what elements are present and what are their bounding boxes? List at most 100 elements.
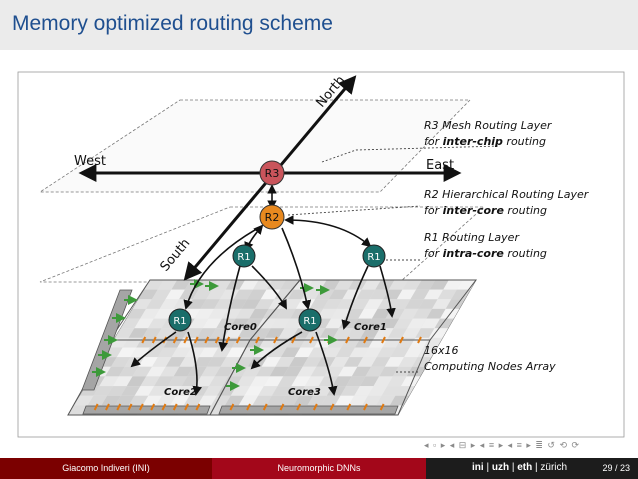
node-cell	[156, 395, 176, 406]
node-cell	[317, 308, 337, 319]
node-cell	[142, 328, 162, 338]
node-cell	[214, 299, 234, 309]
node-cell	[227, 299, 248, 309]
r1c-core-link-2	[187, 331, 202, 396]
core1-label: Core1	[354, 322, 387, 333]
router-r1-c-label: R1	[173, 316, 186, 327]
node-cell	[146, 299, 166, 309]
synapse-tick	[345, 336, 350, 344]
node-cell	[415, 328, 435, 338]
node-cell	[416, 280, 436, 290]
node-cell	[360, 328, 380, 338]
core2-label: Core2	[164, 387, 197, 398]
node-cell	[390, 347, 410, 358]
node-cell	[282, 299, 302, 309]
synapse-tick	[184, 403, 189, 411]
node-cell	[401, 328, 421, 338]
node-cell	[153, 308, 174, 319]
node-cell	[443, 280, 463, 290]
synapse-tick	[161, 403, 167, 411]
router-r3-label: R3	[265, 167, 280, 180]
node-cell	[346, 328, 367, 338]
routing-diagram: R3 R2 R1 R1 R1 R1 West East North South …	[17, 71, 625, 438]
node-cell	[159, 366, 180, 377]
node-cell	[335, 347, 355, 358]
title-bar: Memory optimized routing scheme	[0, 0, 638, 50]
node-cell	[318, 376, 339, 387]
node-cell	[340, 386, 360, 396]
node-cell	[376, 395, 396, 406]
synapse-tick	[329, 403, 335, 411]
node-cell	[352, 318, 372, 329]
footer-mid: Neuromorphic DNNs	[212, 458, 426, 479]
node-cell	[307, 395, 327, 406]
node-cell	[424, 289, 444, 300]
node-cell	[134, 386, 155, 396]
node-cell	[296, 366, 317, 377]
node-cell	[366, 318, 386, 329]
node-cell	[116, 347, 137, 358]
node-cell	[114, 328, 135, 338]
node-cell	[159, 299, 180, 309]
node-cell	[220, 357, 240, 367]
node-cell	[134, 318, 154, 329]
r1b-core-link	[341, 265, 369, 330]
node-cell	[278, 328, 299, 338]
node-cell	[249, 308, 269, 319]
node-cell	[399, 308, 419, 319]
institution-logo: ini | uzh | eth | zürich	[472, 462, 568, 473]
node-cell	[429, 280, 449, 290]
node-cell	[152, 357, 172, 367]
node-cell	[197, 395, 217, 406]
node-cell	[258, 386, 278, 396]
node-cell	[388, 280, 409, 290]
node-cell	[203, 386, 223, 396]
node-cell	[363, 347, 383, 358]
node-cell	[288, 357, 309, 367]
node-cell	[247, 289, 267, 300]
node-cell	[417, 347, 437, 358]
node-cell	[179, 357, 199, 367]
r1-legend-line2: for intra-core routing	[424, 247, 547, 260]
node-cell	[115, 395, 135, 406]
node-cell	[410, 289, 430, 300]
node-cell	[171, 347, 191, 358]
node-cell	[398, 357, 418, 367]
figure-frame	[17, 71, 625, 438]
node-cell	[275, 357, 295, 367]
router-r1-a	[232, 244, 256, 268]
node-cell	[267, 347, 287, 358]
synapse-tick	[246, 403, 251, 411]
beamer-navigation[interactable]: ◂ ▫ ▸ ◂ ⊟ ▸ ◂ ≡ ▸ ◂ ≡ ▸ ≣ ↺ ⟲ ⟳	[424, 440, 581, 450]
node-cell	[165, 289, 185, 300]
synapse-tick	[273, 336, 278, 344]
synapse-tick	[309, 336, 314, 344]
node-cell	[305, 376, 325, 387]
node-cell	[310, 366, 331, 377]
node-cell	[154, 376, 174, 387]
node-cell	[389, 395, 410, 406]
node-cell	[395, 386, 415, 396]
node-cell	[236, 376, 256, 387]
r3-leader	[321, 145, 501, 163]
node-cell	[407, 318, 427, 329]
node-cell	[162, 386, 182, 396]
node-cell	[188, 318, 209, 329]
node-cell	[373, 376, 393, 387]
node-cell	[392, 366, 413, 377]
node-cell	[229, 318, 250, 329]
node-cell	[110, 357, 131, 367]
node-cell	[276, 308, 296, 319]
node-cell	[93, 386, 113, 396]
node-cell	[118, 366, 139, 377]
node-cell	[221, 308, 242, 319]
node-cell	[291, 376, 311, 387]
node-cell	[277, 376, 297, 387]
node-cell	[250, 376, 270, 387]
node-cell	[243, 318, 263, 329]
array-legend-line2: Computing Nodes Array	[424, 360, 556, 373]
node-cell	[128, 395, 149, 406]
node-cell	[167, 376, 188, 387]
synapse-tick	[183, 336, 189, 344]
node-cell	[120, 386, 141, 396]
